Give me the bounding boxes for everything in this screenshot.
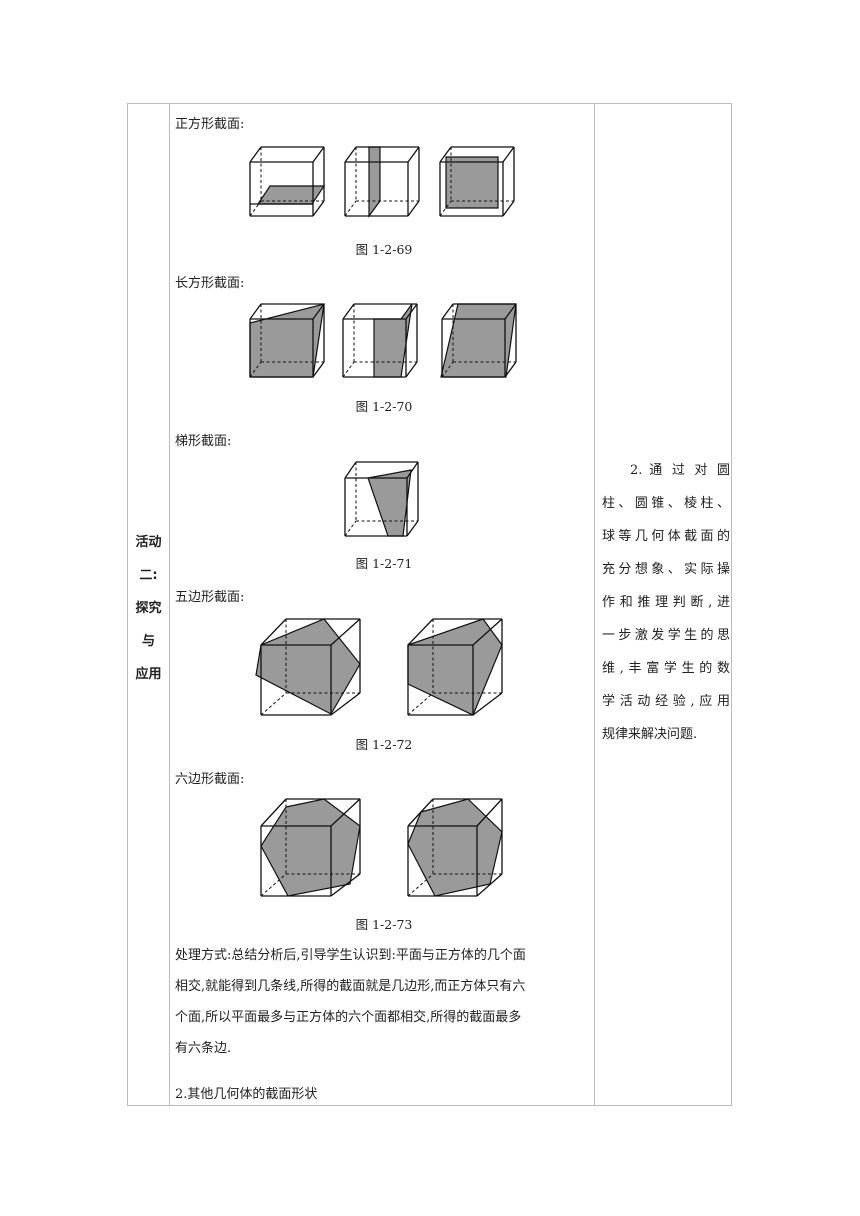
paragraph-line: 有六条边. xyxy=(175,1041,232,1056)
figure-caption: 图 1-2-73 xyxy=(355,917,413,932)
activity-label-line: 应用 xyxy=(135,667,162,682)
intent-line: 球等几何体截面的 xyxy=(602,529,730,544)
activity-label: 活动 二: 探究 与 应用 xyxy=(128,526,169,691)
intent-line: 维,丰富学生的数 xyxy=(602,661,730,676)
cube-figure xyxy=(249,303,325,378)
paragraph-line: 相交,就能得到几条线,所得的截面就是几边形,而正方体只有六 xyxy=(175,979,526,994)
figure-1-2-73 xyxy=(260,798,503,897)
figure-caption: 图 1-2-71 xyxy=(355,556,413,571)
section-heading-hexagon: 六边形截面: xyxy=(175,772,245,787)
cube-figure xyxy=(249,146,326,217)
column-divider xyxy=(169,104,170,1105)
cube-figure xyxy=(255,618,361,716)
cube-figure xyxy=(440,303,517,378)
cube-figure xyxy=(407,618,503,716)
cube-figure xyxy=(344,461,419,537)
intent-line: 一步激发学生的思 xyxy=(602,628,730,643)
cube-figure xyxy=(439,146,515,217)
figure-1-2-70 xyxy=(249,303,517,378)
processing-paragraph: 处理方式:总结分析后,引导学生认识到:平面与正方体的几个面 相交,就能得到几条线… xyxy=(175,940,587,1064)
figure-caption: 图 1-2-69 xyxy=(355,242,413,257)
section-heading-trapezoid: 梯形截面: xyxy=(175,434,232,449)
intent-line: 学活动经验,应用 xyxy=(602,694,730,709)
design-intent-text: 2. 通 过 对 圆 柱、圆锥、棱柱、 球等几何体截面的 充分想象、实际操 作和… xyxy=(602,454,730,751)
activity-label-line: 活动 xyxy=(135,535,162,550)
paragraph-line: 处理方式:总结分析后,引导学生认识到:平面与正方体的几个面 xyxy=(175,948,526,963)
section-heading-square: 正方形截面: xyxy=(175,117,245,132)
next-heading: 2.其他几何体的截面形状 xyxy=(175,1087,318,1102)
section-heading-pentagon: 五边形截面: xyxy=(175,590,245,605)
section-heading-rectangle: 长方形截面: xyxy=(175,276,245,291)
cross-section-shape xyxy=(445,156,499,209)
intent-line: 充分想象、实际操 xyxy=(602,562,730,577)
intent-line: 柱、圆锥、棱柱、 xyxy=(602,496,730,511)
cube-figure xyxy=(260,798,361,897)
cube-figure xyxy=(344,146,420,218)
figure-1-2-72 xyxy=(255,618,503,716)
activity-label-line: 与 xyxy=(141,634,155,649)
cube-figure xyxy=(342,303,418,378)
figure-1-2-69 xyxy=(249,146,515,218)
paragraph-line: 个面,所以平面最多与正方体的六个面都相交,所得的截面最多 xyxy=(175,1010,522,1025)
figure-caption: 图 1-2-70 xyxy=(355,399,413,414)
column-divider xyxy=(594,104,595,1105)
intent-line: 2. 通 过 对 圆 xyxy=(630,463,730,478)
figure-1-2-71 xyxy=(344,461,419,537)
lesson-table: 活动 二: 探究 与 应用 正方形截面: xyxy=(127,103,732,1106)
figure-caption: 图 1-2-72 xyxy=(355,737,413,752)
intent-line: 作和推理判断,进 xyxy=(602,595,730,610)
activity-label-line: 探究 xyxy=(135,601,162,616)
cube-figure xyxy=(407,798,503,897)
activity-label-line: 二: xyxy=(139,568,158,583)
intent-line: 规律来解决问题. xyxy=(602,727,698,742)
